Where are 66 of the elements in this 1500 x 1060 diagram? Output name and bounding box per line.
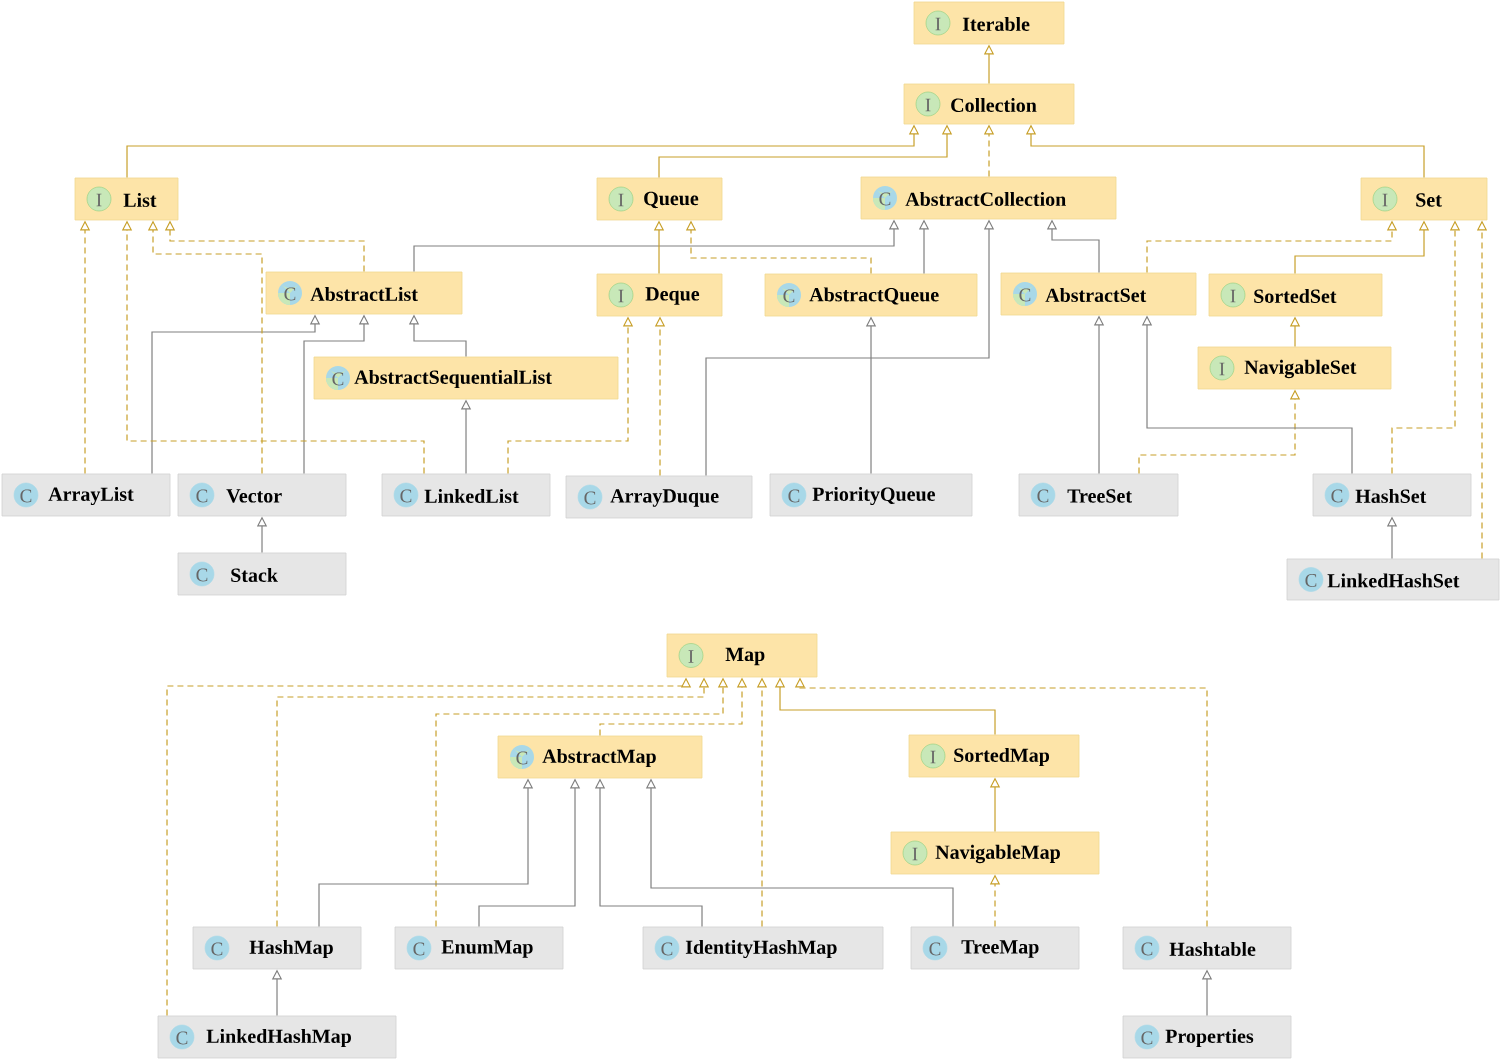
class-name: Hashtable: [1169, 941, 1256, 957]
class-name: SortedMap: [954, 747, 1050, 767]
class-box: [1197, 346, 1392, 390]
class-box: [394, 926, 564, 970]
class-box: [913, 1, 1065, 45]
class-box: [1018, 473, 1179, 517]
class-box: [177, 473, 347, 517]
class-name: NavigableSet: [1244, 359, 1357, 379]
class-name: Deque: [645, 287, 700, 305]
class-name: HashSet: [1355, 488, 1427, 504]
class-name: List: [123, 192, 157, 208]
class-name: AbstractMap: [542, 748, 656, 768]
class-box: [157, 1015, 397, 1059]
class-name: LinkedList: [424, 488, 519, 504]
class-name: EnumMap: [441, 940, 533, 958]
class-box: [497, 735, 703, 779]
class-box: [381, 473, 551, 517]
class-name: IdentityHashMap: [685, 939, 837, 959]
class-name: ArrayList: [48, 486, 134, 506]
class-box: [910, 926, 1080, 970]
class-name: AbstractSet: [1045, 287, 1147, 303]
class-name: PriorityQueue: [812, 486, 935, 506]
class-name: ArrayDuque: [610, 489, 719, 507]
class-box: [596, 177, 723, 221]
class-box: [1, 473, 171, 517]
class-name: Queue: [644, 191, 699, 209]
class-box: [903, 83, 1075, 125]
class-box: [74, 177, 179, 221]
class-name: Set: [1416, 193, 1442, 207]
class-box: [192, 926, 362, 970]
class-name: Vector: [226, 489, 282, 503]
class-name: SortedSet: [1254, 288, 1337, 304]
class-box: [1122, 1015, 1292, 1059]
class-name: AbstractList: [310, 286, 418, 302]
class-box: [1312, 473, 1472, 517]
class-box: [860, 176, 1117, 220]
class-name: HashMap: [249, 939, 333, 959]
class-box: [1360, 177, 1488, 221]
class-box: [265, 271, 463, 315]
class-box: [177, 552, 347, 596]
class-name: Stack: [231, 567, 278, 583]
class-name: Iterable: [962, 16, 1030, 32]
class-box: [769, 473, 973, 517]
class-box: [642, 926, 884, 970]
class-box: [1000, 272, 1197, 316]
class-name: AbstractQueue: [809, 287, 939, 305]
class-box: [565, 475, 753, 519]
class-name: NavigableMap: [935, 844, 1060, 864]
class-box: [908, 734, 1080, 778]
class-name: Collection: [951, 97, 1037, 113]
class-box: [1208, 273, 1383, 317]
class-box: [890, 831, 1100, 875]
class-name: AbstractCollection: [905, 191, 1066, 207]
class-box: [1122, 926, 1292, 970]
class-name: AbstractSequentialList: [354, 369, 552, 389]
class-box: [1286, 558, 1500, 601]
class-name: Properties: [1165, 1028, 1254, 1048]
class-name: LinkedHashMap: [206, 1028, 351, 1048]
class-box: [764, 273, 978, 317]
class-box: [596, 273, 723, 317]
class-name: TreeSet: [1067, 489, 1132, 503]
class-box: [666, 633, 818, 678]
class-name: LinkedHashSet: [1327, 573, 1460, 588]
class-name: TreeMap: [961, 940, 1039, 958]
class-box: [313, 356, 619, 400]
class-name: Map: [725, 647, 765, 666]
